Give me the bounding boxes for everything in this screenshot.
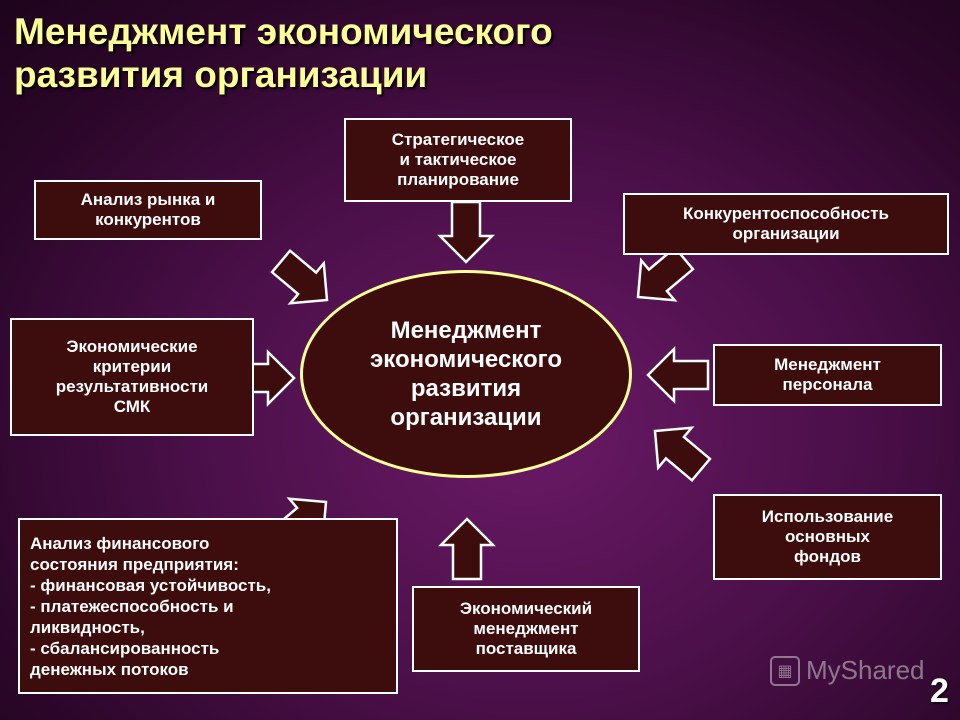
arrow-from-planning — [438, 200, 494, 264]
arrow-from-assets — [637, 409, 719, 491]
arrow-from-supplier — [439, 517, 495, 581]
central-hub: Менеджмент экономического развития орган… — [300, 270, 632, 478]
slide-title: Менеджмент экономического развития орган… — [14, 11, 553, 95]
presentation-icon: ▦ — [770, 655, 800, 686]
watermark: ▦ MyShared — [770, 655, 925, 686]
watermark-text: MyShared — [806, 655, 925, 685]
arrow-from-personnel — [646, 347, 710, 403]
box-market-analysis: Анализ рынка и конкурентов — [34, 180, 262, 240]
arrow-from-market — [263, 240, 345, 322]
box-competitiveness: Конкурентоспособность организации — [623, 193, 949, 255]
page-number: 2 — [930, 672, 949, 710]
box-planning: Стратегическое и тактическое планировани… — [344, 118, 572, 202]
box-supplier-management: Экономический менеджмент поставщика — [412, 586, 640, 672]
box-personnel: Менеджмент персонала — [713, 344, 942, 406]
box-fixed-assets: Использование основных фондов — [713, 494, 942, 580]
box-financial-analysis: Анализ финансового состояния предприятия… — [18, 518, 398, 694]
box-economic-criteria: Экономические критерии результативности … — [10, 318, 254, 436]
